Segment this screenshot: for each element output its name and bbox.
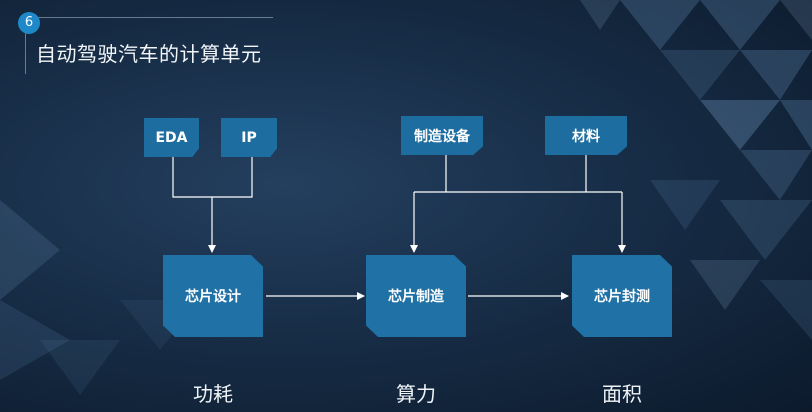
label-power-consumption: 功耗 (193, 382, 233, 406)
node-eda: EDA (144, 118, 199, 157)
node-ip: IP (221, 118, 277, 157)
connector-eda-ip (172, 157, 253, 198)
slide-number-badge: 6 (18, 12, 40, 34)
title-frame (25, 17, 273, 74)
node-materials: 材料 (545, 116, 627, 155)
node-chip-packaging-testing: 芯片封测 (572, 255, 672, 337)
node-manufacturing-equipment: 制造设备 (401, 116, 483, 155)
node-chip-design: 芯片设计 (163, 255, 263, 337)
slide-title: 自动驾驶汽车的计算单元 (36, 42, 262, 66)
label-computing-power: 算力 (396, 382, 436, 406)
label-area: 面积 (602, 382, 642, 406)
node-chip-manufacturing: 芯片制造 (366, 255, 466, 337)
